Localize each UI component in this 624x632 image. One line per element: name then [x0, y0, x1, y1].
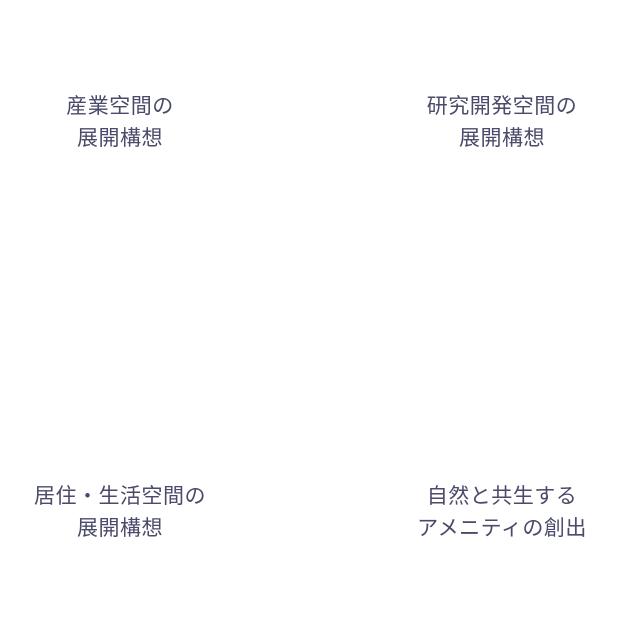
panel-residential-space: 居住・生活空間の 展開構想 [0, 480, 240, 544]
panel-title-line1: 居住・生活空間の [34, 484, 206, 508]
panel-nature-amenity: 自然と共生する アメニティの創出 [382, 480, 622, 544]
panel-industrial-space: 産業空間の 展開構想 [0, 90, 240, 154]
panel-title-line1: 研究開発空間の [426, 94, 578, 118]
panel-title-line2: 展開構想 [77, 126, 163, 150]
panel-title-line2: アメニティの創出 [417, 516, 587, 540]
panel-title-line2: 展開構想 [459, 126, 545, 150]
panel-title-line2: 展開構想 [77, 516, 163, 540]
panel-title-line1: 産業空間の [66, 94, 174, 118]
panel-research-space: 研究開発空間の 展開構想 [382, 90, 622, 154]
panel-title-line1: 自然と共生する [426, 484, 578, 508]
